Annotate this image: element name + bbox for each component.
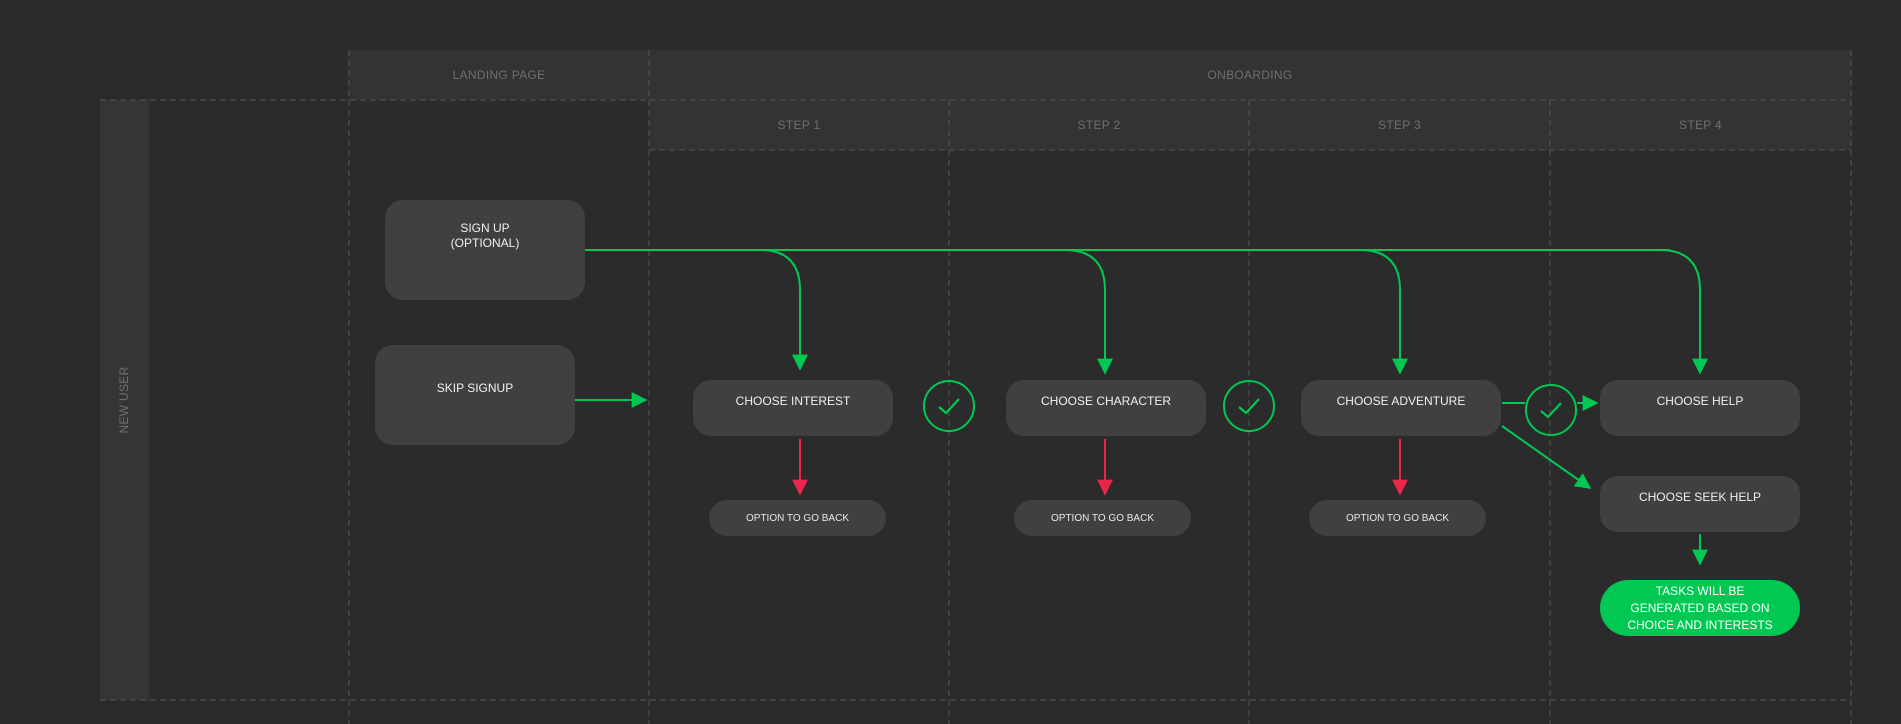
node-choose-help: CHOOSE HELP (1600, 380, 1800, 436)
header-step-2: STEP 2 (1077, 118, 1121, 132)
adventure-to-seek-help (1501, 425, 1592, 489)
signup-to-help (1659, 249, 1708, 375)
check-circle-icon (923, 380, 975, 432)
header-onboarding: ONBOARDING (1207, 68, 1293, 82)
header-landing-page: LANDING PAGE (452, 68, 546, 82)
step-header-band (649, 100, 1851, 150)
header-step-4: STEP 4 (1679, 118, 1722, 132)
header-step-3: STEP 3 (1378, 118, 1421, 132)
header-step-1: STEP 1 (777, 118, 821, 132)
node-choose-character: CHOOSE CHARACTER (1006, 380, 1206, 436)
node-go-back-step2: OPTION TO GO BACK (1014, 500, 1191, 536)
node-skip-signup: SKIP SIGNUP (375, 345, 575, 445)
signup-to-character (1064, 249, 1113, 375)
node-go-back-step3: OPTION TO GO BACK (1309, 500, 1486, 536)
phase-header-band (349, 50, 1851, 100)
signup-to-interest (759, 249, 808, 371)
check-circle-icon (1525, 384, 1577, 436)
node-choose-interest: CHOOSE INTEREST (693, 380, 893, 436)
node-choose-adventure: CHOOSE ADVENTURE (1301, 380, 1501, 436)
node-sign-up: SIGN UP (OPTIONAL) (385, 200, 585, 300)
swimlane-bar (100, 100, 149, 700)
signup-to-adventure (1359, 249, 1408, 375)
node-choose-seek-help: CHOOSE SEEK HELP (1600, 476, 1800, 532)
node-go-back-step1: OPTION TO GO BACK (709, 500, 886, 536)
node-tasks-generated: TASKS WILL BE GENERATED BASED ON CHOICE … (1600, 580, 1800, 636)
check-circle-icon (1223, 380, 1275, 432)
